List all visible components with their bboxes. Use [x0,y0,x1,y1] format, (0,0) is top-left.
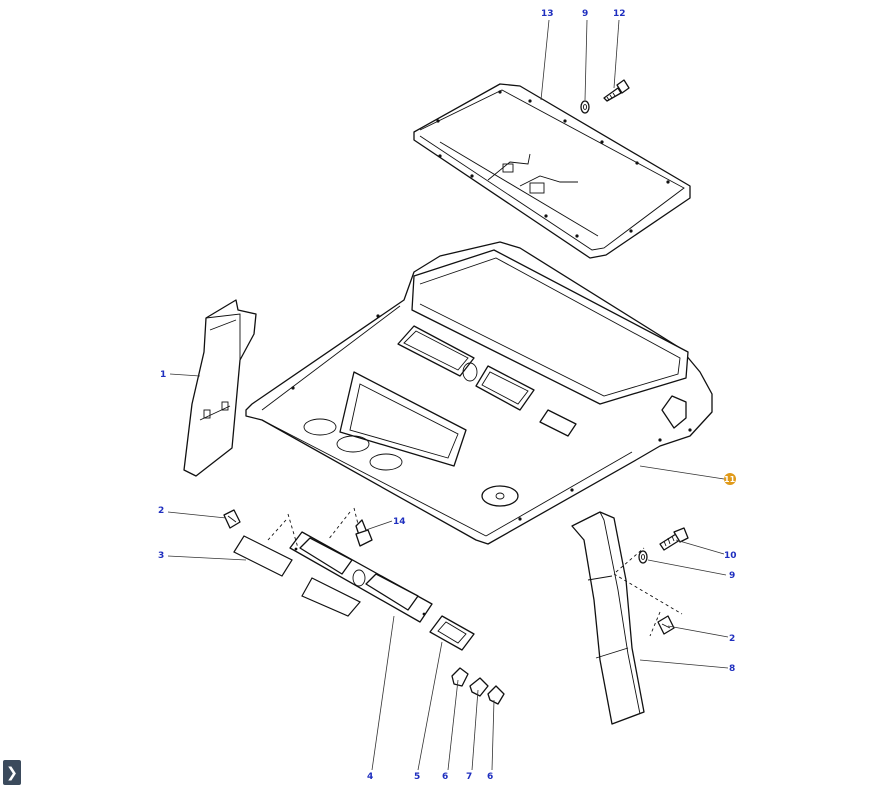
leader-lines [167,19,729,771]
callout-1[interactable]: 1 [160,370,166,380]
part-6-clip-b [487,685,505,705]
callout-labels: 13 9 12 1 2 3 14 4 5 6 7 6 10 9 2 8 11 [158,9,737,782]
part-5-gasket [429,615,475,651]
part-2-clip-left [223,509,241,529]
callout-6-b[interactable]: 6 [487,772,493,782]
part-9-washer-right [638,550,648,564]
part-1-left-pillar [183,299,257,477]
part-12-screw [603,79,630,102]
callout-6-a[interactable]: 6 [442,772,448,782]
callout-9-top[interactable]: 9 [582,9,588,19]
callout-10[interactable]: 10 [724,551,737,561]
part-9-washer-top [580,100,590,114]
part-2-clip-right [657,615,675,635]
part-8-right-pillar [571,511,645,725]
callout-3[interactable]: 3 [158,551,164,561]
chevron-right-icon: ❯ [6,764,18,781]
callout-9-right[interactable]: 9 [729,571,735,581]
part-4-vent-frame [289,531,433,623]
callout-12[interactable]: 12 [613,9,626,19]
expand-panel-button[interactable]: ❯ [3,760,21,785]
main-dashboard-housing [245,241,713,545]
callout-2-left[interactable]: 2 [158,506,164,516]
callout-13[interactable]: 13 [541,9,554,19]
callout-2-right[interactable]: 2 [729,634,735,644]
part-10-bolt [659,527,689,551]
part-7-clip [469,677,489,697]
callout-11-highlighted[interactable]: 11 [724,473,736,485]
part-3-mesh-grille [233,535,361,617]
callout-7[interactable]: 7 [466,772,472,782]
part-6-clip-a [451,667,469,687]
callout-5[interactable]: 5 [414,772,420,782]
callout-14[interactable]: 14 [393,517,406,527]
callout-11[interactable]: 11 [724,475,736,484]
callout-4[interactable]: 4 [367,772,373,782]
part-14-bolt [355,519,373,547]
callout-8[interactable]: 8 [729,664,735,674]
part-13-top-tray [413,83,691,259]
